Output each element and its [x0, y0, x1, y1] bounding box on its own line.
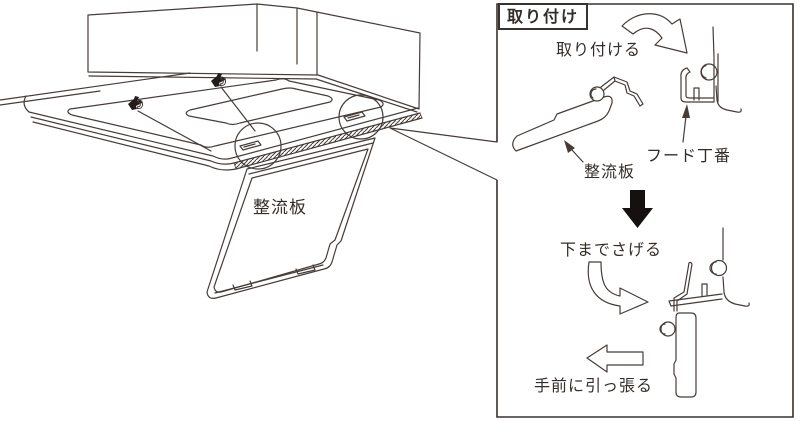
callout-lines	[389, 127, 498, 181]
main-baffle-label: 整流板	[253, 198, 307, 218]
panel-step1-drawing	[512, 13, 742, 163]
leader-line	[682, 115, 687, 143]
panel-border	[496, 3, 794, 418]
panel-step2-drawing	[586, 227, 750, 398]
hinge-slot-circle	[234, 122, 282, 170]
hood-hinge-label: フード丁番	[646, 146, 732, 165]
pull-left-arrow-icon	[586, 344, 644, 373]
step1-label: 取り付ける	[556, 40, 642, 59]
baffle-part-label: 整流板	[584, 162, 636, 181]
hood-underside	[0, 72, 423, 171]
ceiling-hook-icon	[127, 95, 144, 111]
lower-curved-arrow-icon	[587, 261, 649, 315]
hinge-slot	[343, 111, 366, 122]
leader-arrowhead-icon	[564, 140, 575, 153]
baffle-edge-drawing	[512, 76, 644, 152]
leader-line	[571, 149, 584, 163]
front-rail-hatch	[233, 112, 423, 170]
hood-hinge-drawing	[680, 26, 742, 113]
down-arrow-icon	[622, 190, 653, 228]
ceiling-hook-icon	[210, 72, 227, 88]
hinge-slot-circle	[338, 94, 384, 140]
panel-title: 取り付け	[498, 3, 588, 30]
range-hood-drawing	[0, 3, 498, 299]
hinge-slot	[239, 140, 262, 151]
baffle-plate-drawing	[206, 137, 376, 299]
hinge-assembly-drawing	[659, 227, 750, 398]
attach-curved-arrow-icon	[621, 13, 688, 54]
step2-label: 下までさげる	[560, 240, 663, 259]
leader-arrowhead-icon	[682, 104, 690, 118]
step3-label: 手前に引っ張る	[534, 376, 654, 395]
